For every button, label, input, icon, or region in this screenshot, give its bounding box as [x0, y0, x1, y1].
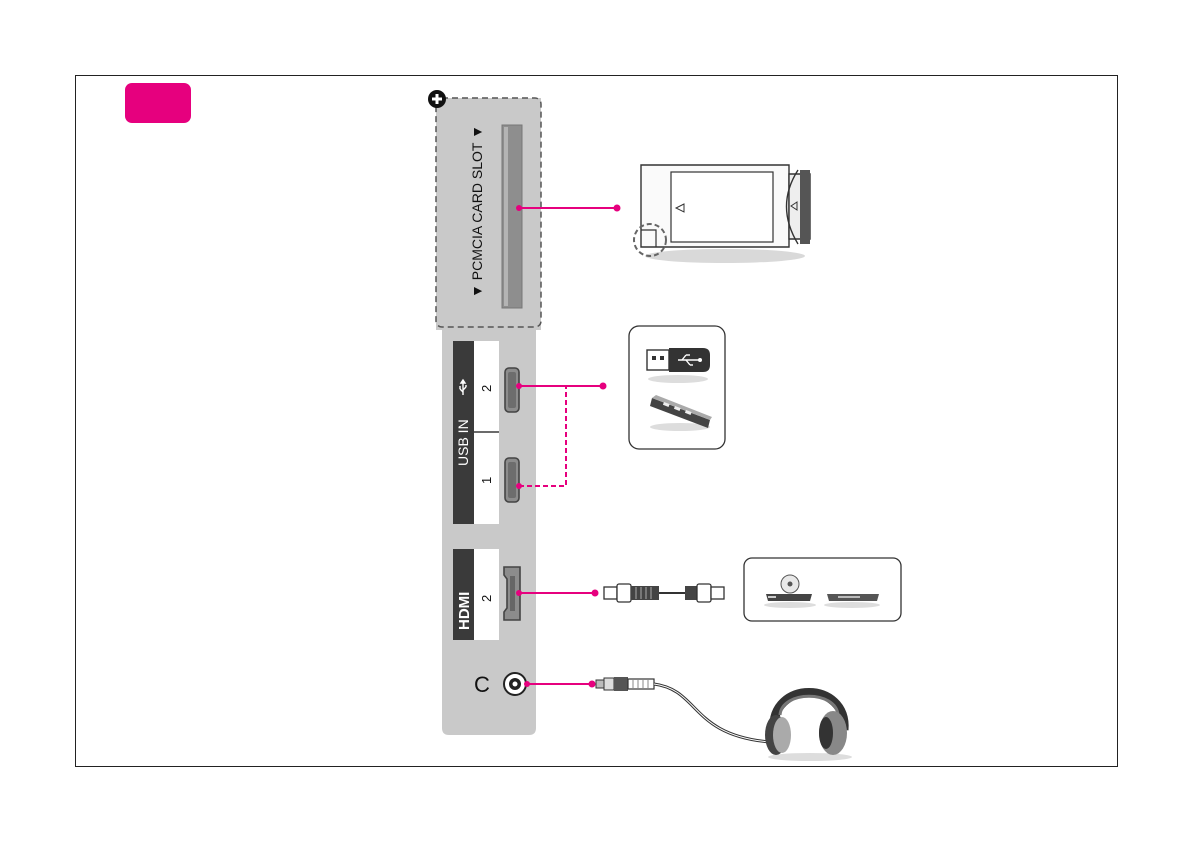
ci-card-icon: [634, 165, 810, 263]
usb-stick-icon: [647, 348, 710, 383]
headphone-symbol: C: [474, 672, 490, 697]
headphones-icon: [596, 677, 852, 761]
usb-port-1[interactable]: [505, 458, 519, 502]
usb-port-2-number: 2: [479, 385, 494, 392]
hdmi-cable-icon: [604, 584, 724, 602]
pcmcia-slot-label: ▼ PCMCIA CARD SLOT ▼: [469, 125, 485, 298]
usb-in-label: USB IN: [455, 419, 471, 466]
set-top-box-icon: [824, 594, 880, 608]
plus-circle-icon: [428, 90, 446, 108]
usb-port-2[interactable]: [505, 368, 519, 412]
hdmi-logo: HDMI: [456, 592, 473, 630]
headphone-jack[interactable]: [504, 673, 526, 695]
hdmi-port-number: 2: [479, 595, 494, 602]
hdmi-devices-box: [744, 558, 901, 621]
usb-port-1-number: 1: [479, 477, 494, 484]
